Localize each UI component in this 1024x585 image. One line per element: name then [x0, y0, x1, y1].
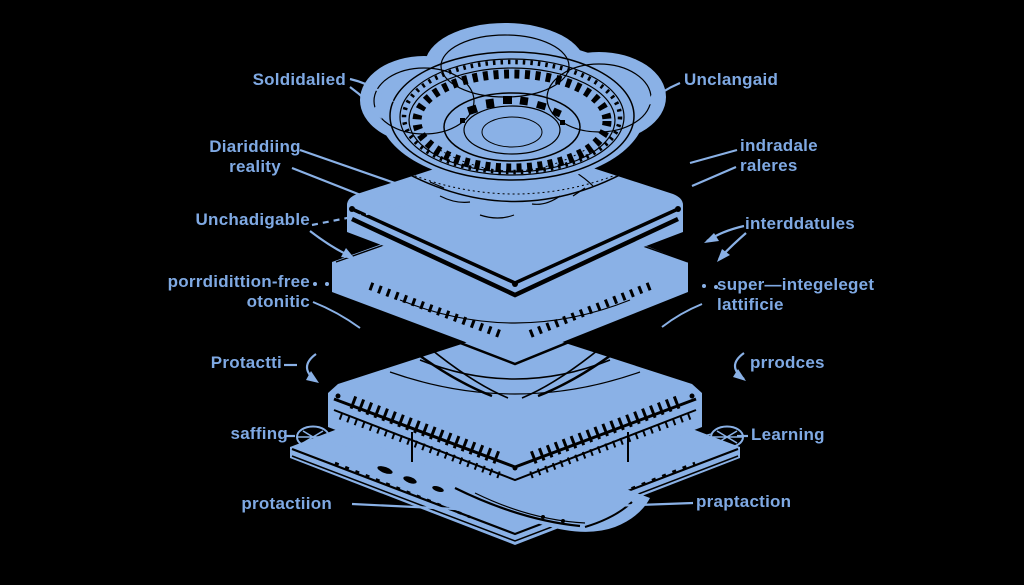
leader-diariddiing-b — [291, 166, 425, 222]
arrowhead — [733, 369, 746, 381]
label-diariddiing-reality: Diariddiing reality — [209, 137, 301, 177]
leader-lattificie-curve — [661, 303, 703, 328]
arrowhead — [380, 89, 394, 102]
label-indradale-raleres: indradale raleres — [740, 136, 818, 176]
leader-lines — [284, 77, 748, 511]
label-super-integeleget: super—integeleget lattificie — [717, 275, 875, 315]
leader-praptaction-line — [609, 501, 694, 508]
corner-bracket-left — [296, 425, 353, 449]
upper-slab — [347, 144, 683, 298]
bottom-slab — [328, 328, 702, 497]
arrowhead — [704, 233, 719, 243]
arrowhead — [717, 249, 730, 262]
label-porrdidittion-free: porrdidittion-free otonitic — [167, 272, 310, 312]
leader-super-dots — [702, 284, 718, 289]
leader-diariddiing-a — [299, 148, 433, 198]
leader-raleres — [691, 165, 737, 188]
bowl-glyphs — [460, 96, 565, 125]
arrowhead — [645, 94, 660, 106]
arrowhead — [306, 371, 319, 383]
label-soldidalied: Soldidalied — [252, 70, 346, 89]
label-unchadigable: Unchadigable — [195, 210, 310, 229]
label-learning: Learning — [751, 425, 825, 444]
scalloped-dome — [360, 23, 666, 184]
leader-unchadigable-dashed — [311, 199, 433, 227]
label-saffing: saffing — [230, 424, 288, 443]
leader-protactiion-line — [351, 502, 457, 511]
label-protactiion: protactiion — [241, 494, 332, 513]
label-praptaction: praptaction — [696, 492, 792, 511]
leader-indradale — [689, 148, 738, 165]
label-protactti: Protactti — [210, 353, 282, 372]
leader-porrdidittion-dots — [313, 282, 341, 287]
label-interddatules: interddatules — [745, 214, 855, 233]
label-prrodces: prrodces — [750, 353, 825, 372]
front-apron — [452, 483, 650, 532]
label-unclangaid: Unclangaid — [684, 70, 779, 89]
leader-otonitic-curve — [312, 301, 361, 329]
arrowhead — [370, 105, 382, 119]
arrowhead — [341, 248, 355, 259]
petal-swooshes — [351, 299, 679, 399]
